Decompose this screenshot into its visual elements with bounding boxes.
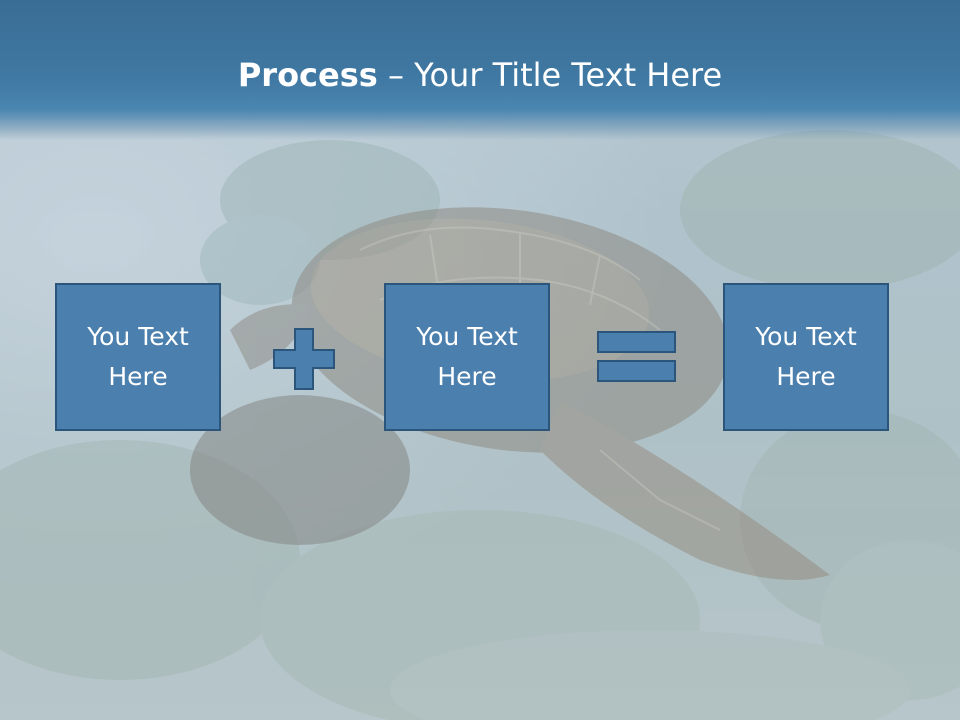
process-box-1[interactable]: You Text Here (55, 283, 221, 431)
process-box-2-label: You Text Here (416, 322, 518, 391)
process-box-3[interactable]: You Text Here (723, 283, 889, 431)
process-box-2[interactable]: You Text Here (384, 283, 550, 431)
title-bold-part: Process (237, 56, 378, 94)
slide-title[interactable]: Process – Your Title Text Here (0, 52, 960, 98)
plus-icon (273, 328, 335, 390)
equals-icon (597, 331, 676, 382)
process-box-3-label: You Text Here (755, 322, 857, 391)
title-rest-part: – Your Title Text Here (377, 56, 723, 94)
process-box-1-label: You Text Here (87, 322, 189, 391)
title-band (0, 0, 960, 140)
